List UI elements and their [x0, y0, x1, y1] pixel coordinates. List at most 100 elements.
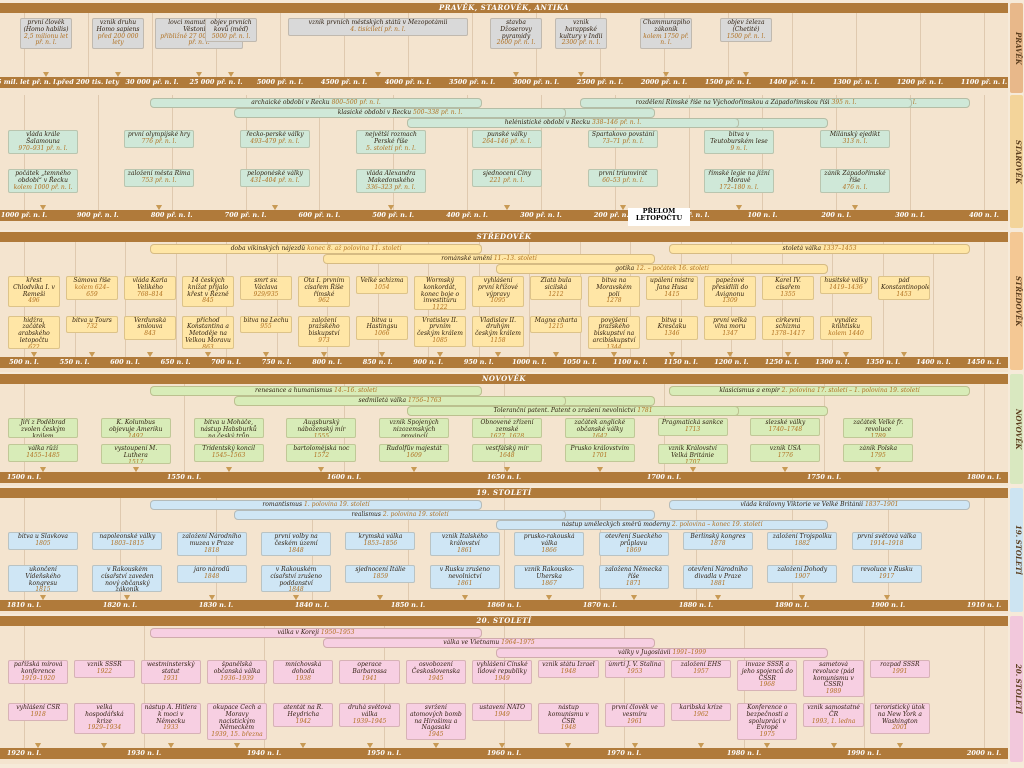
era-title: STŘEDOVĚK — [0, 232, 1008, 242]
event-marker — [736, 205, 742, 210]
event-marker — [875, 467, 882, 472]
event-date: 1095 — [490, 297, 506, 305]
event-title: první člověk (Homo habilis) — [23, 19, 69, 33]
event-title: Chammurapiho zákoník — [643, 19, 690, 33]
event-title: založení Trojspolku — [772, 533, 832, 540]
event-date: 1815 — [35, 586, 51, 592]
event-date: 1949 — [494, 710, 510, 718]
event-marker — [669, 352, 675, 357]
period-bar-label: klasicismus a empír — [719, 387, 782, 394]
event-marker — [196, 72, 202, 77]
event-date: 1378–1417 — [771, 330, 805, 338]
grid-line — [836, 95, 838, 210]
event-marker — [727, 352, 733, 357]
side-tab — [1010, 232, 1023, 370]
event-date: 1918 — [30, 710, 46, 718]
grid-line — [984, 13, 985, 77]
event-title: svržení atomových bomb na Hirošimu a Nag… — [409, 704, 462, 732]
event-date: 955 — [260, 323, 272, 331]
axis-tick-label: 650 n. l. — [160, 358, 191, 366]
period-bar-label: válka v Koreji — [277, 629, 321, 636]
event-date: 1347 — [722, 330, 738, 338]
event-date: 1853–1856 — [363, 539, 398, 547]
event-date: 493–479 př. n. l. — [250, 137, 300, 145]
axis-tick-label: 1200 př. n. l. — [896, 78, 944, 86]
event-marker — [437, 352, 443, 357]
event-marker — [228, 72, 234, 77]
event-marker — [132, 467, 139, 472]
event-marker — [366, 743, 373, 748]
event-date: kolem 1440 — [828, 330, 864, 338]
event-title: prusko-rakouská válka — [523, 533, 575, 547]
event-date: 1861 — [457, 579, 473, 587]
axis-tick-label: 1850 n. l. — [390, 601, 426, 609]
period-bar-date: 800–500 př. n. l. — [331, 99, 381, 106]
event-date: 1848 — [204, 572, 220, 580]
period-bar-label: archaické období v Řecku — [251, 99, 332, 106]
grid-line — [344, 13, 345, 77]
axis-tick-label: 1400 př. n. l. — [768, 78, 816, 86]
grid-line — [624, 626, 625, 748]
grid-line — [280, 13, 281, 77]
axis-tick-label: 1920 n. l. — [6, 749, 42, 757]
period-bar: helénistické období v Řecku 338–146 př. … — [407, 118, 739, 128]
period-bar: války v Jugoslávii 1991–1999 — [496, 648, 828, 658]
event-marker — [40, 467, 46, 472]
event-box: v Rakouském císařství zrušeno poddanství… — [261, 565, 332, 592]
grid-line — [920, 13, 921, 77]
event-title: vznik USA — [769, 445, 802, 452]
event-title: v Rakouském císařství zaveden nový občan… — [101, 566, 154, 592]
grid-line — [984, 626, 985, 748]
event-date: 1355 — [780, 290, 796, 298]
event-title: objev prvních kovů (měď) — [210, 19, 252, 33]
period-bar-date: 1950–1953 — [320, 629, 355, 636]
axis-tick-label: 700 n. l. — [211, 358, 242, 366]
event-marker — [293, 595, 300, 600]
grid-line — [984, 242, 985, 357]
axis-tick-label: 1250 n. l. — [764, 358, 800, 366]
event-title: bitva u Tours — [72, 316, 112, 324]
event-box: Jiří z Poděbrad zvolen českým králem1458 — [8, 418, 78, 438]
period-bar-date: 1. polovina 19. století — [303, 501, 370, 508]
event-marker — [379, 352, 385, 357]
event-title: atentát na R. Heydricha — [283, 704, 324, 718]
event-marker — [565, 743, 572, 748]
event-date: 1861 — [457, 546, 473, 554]
axis-tick-label: 900 n. l. — [413, 358, 444, 366]
axis-tick-label: 1000 př. n. l. — [0, 211, 48, 219]
grid-line — [467, 95, 469, 210]
event-date: 1939, 15. března — [211, 731, 263, 739]
event-title: začátek anglické občanské války — [574, 419, 626, 433]
axis-tick-label: 200 n. l. — [821, 211, 852, 219]
event-title: ustavení NATO — [479, 704, 526, 711]
axis-tick-label: 1600 n. l. — [326, 473, 362, 481]
grid-line — [864, 626, 865, 748]
axis-tick-label: 1300 př. n. l. — [832, 78, 880, 86]
event-date: 1878 — [710, 539, 726, 547]
event-title: sjednocení Číny — [482, 170, 532, 177]
event-title: vyhlášení Čínské lidové republiky — [476, 661, 528, 675]
event-date: 1957 — [693, 667, 709, 675]
event-title: druhá světová válka — [348, 704, 392, 718]
event-marker — [596, 467, 603, 472]
event-title: křest Chlodvíka I. v Remeši — [13, 277, 55, 298]
period-bar-label: doba vikinských nájezdů — [230, 245, 308, 252]
period-bar-label: války v Jugoslávii — [617, 649, 673, 656]
axis-tick-label: 1880 n. l. — [678, 601, 714, 609]
